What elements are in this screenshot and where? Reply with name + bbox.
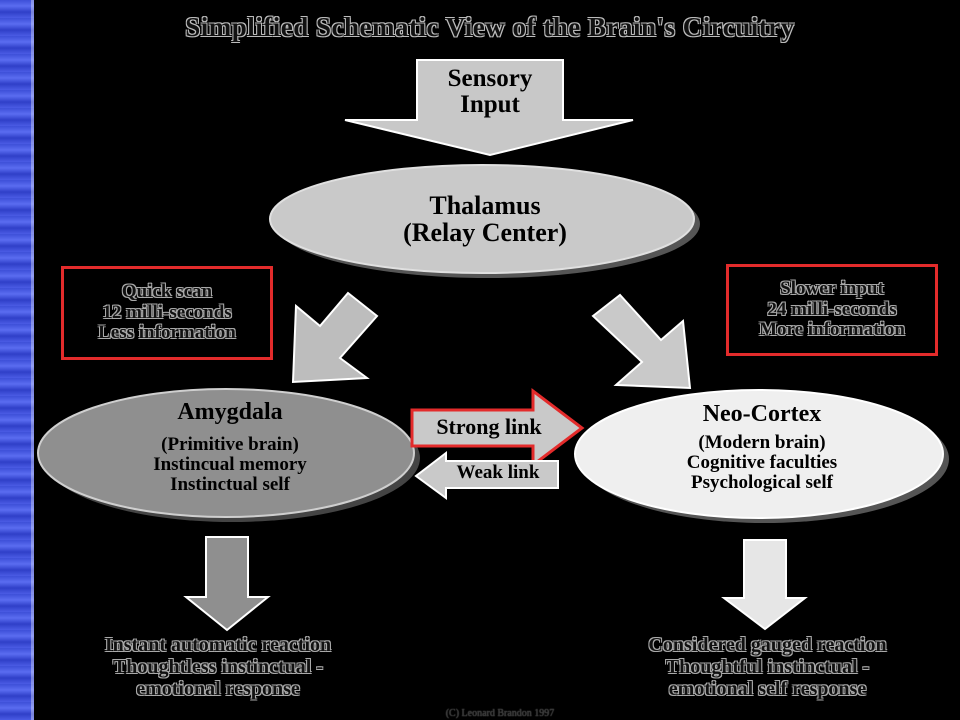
right-outcome-text: Considered gauged reaction Thoughtful in… <box>605 634 930 700</box>
slower-input-line2: 24 milli-seconds <box>767 298 897 320</box>
thalamus-subtitle: (Relay Center) <box>403 218 567 248</box>
right-outcome-line3: emotional self response <box>668 678 867 700</box>
sensory-input-line2: Input <box>460 91 520 119</box>
left-outcome-line3: emotional response <box>136 678 300 700</box>
slower-input-line1: Slower input <box>780 277 884 299</box>
left-diagonal-arrow <box>291 291 379 384</box>
amygdala-label: Amygdala (Primitive brain) Instincual me… <box>100 399 360 496</box>
amygdala-ellipse <box>37 388 415 518</box>
thalamus-label: Thalamus (Relay Center) <box>330 192 640 247</box>
quick-scan-box: Quick scan 12 milli-seconds Less informa… <box>61 266 273 360</box>
amygdala-line3: Instinctual self <box>170 474 290 496</box>
sensory-input-arrow <box>344 59 634 157</box>
amygdala-output-arrow <box>183 536 271 632</box>
left-outcome-line2: Thoughtless instinctual - <box>112 656 324 678</box>
neocortex-line3: Psychological self <box>691 472 833 494</box>
neocortex-line2: Cognitive faculties <box>686 452 838 474</box>
diagram-title: Simplified Schematic View of the Brain's… <box>185 12 795 42</box>
neocortex-name: Neo-Cortex <box>702 401 822 427</box>
quick-scan-line3: Less information <box>98 322 236 344</box>
quick-scan-line1: Quick scan <box>121 280 213 302</box>
neocortex-label: Neo-Cortex (Modern brain) Cognitive facu… <box>637 401 887 494</box>
thalamus-ellipse <box>269 164 695 274</box>
amygdala-name: Amygdala <box>177 399 283 425</box>
sensory-input-label: Sensory Input <box>415 65 565 119</box>
thalamus-name: Thalamus <box>429 191 541 220</box>
sensory-input-line1: Sensory <box>447 65 533 92</box>
slower-input-box: Slower input 24 milli-seconds More infor… <box>726 264 938 356</box>
neocortex-line1: (Modern brain) <box>698 432 826 454</box>
slide-sidebar-stripe <box>0 0 34 720</box>
right-diagonal-arrow <box>591 293 692 390</box>
left-outcome-text: Instant automatic reaction Thoughtless i… <box>58 634 378 700</box>
neocortex-output-arrow <box>721 539 808 631</box>
amygdala-line1: (Primitive brain) <box>161 434 299 456</box>
weak-link-label: Weak link <box>456 462 540 483</box>
right-outcome-line1: Considered gauged reaction <box>648 634 887 656</box>
strong-link-label: Strong link <box>436 414 542 439</box>
weak-link-arrow <box>414 450 559 500</box>
quick-scan-line2: 12 milli-seconds <box>102 301 232 323</box>
neocortex-ellipse <box>574 389 944 519</box>
right-outcome-line2: Thoughtful instinctual - <box>665 656 870 678</box>
copyright-credit: (C) Leonard Brandon 1997 <box>445 708 555 719</box>
left-outcome-line1: Instant automatic reaction <box>104 634 332 656</box>
amygdala-line2: Instincual memory <box>153 454 307 476</box>
strong-link-arrow <box>410 387 585 469</box>
slower-input-line3: More information <box>759 319 905 341</box>
